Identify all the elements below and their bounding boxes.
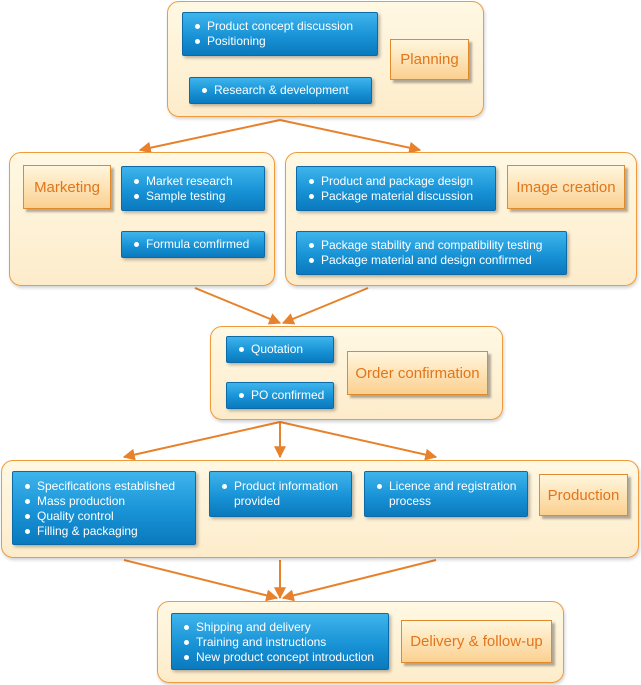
production-task-3: Licence and registration process bbox=[364, 471, 528, 517]
stage-label-delivery: Delivery & follow-up bbox=[401, 620, 552, 663]
stage-label-planning: Planning bbox=[390, 39, 469, 80]
arrow-order-to-prod-right bbox=[279, 421, 438, 461]
order-task-1: Quotation bbox=[226, 336, 334, 363]
bullet-item: Shipping and delivery bbox=[178, 620, 382, 635]
stage-label-image-creation: Image creation bbox=[507, 165, 625, 209]
planning-task-1: Product concept discussion Positioning bbox=[182, 12, 378, 56]
bullet-item: Mass production bbox=[19, 494, 189, 509]
arrow-prod-left-to-delivery bbox=[123, 559, 279, 602]
marketing-task-2: Formula comfirmed bbox=[121, 231, 265, 258]
bullet-item: Product concept discussion bbox=[189, 19, 371, 34]
bullet-item: Research & development bbox=[196, 83, 365, 98]
bullet-item: Product information provided bbox=[216, 479, 345, 509]
arrow-image-to-order bbox=[281, 287, 369, 325]
bullet-item: Formula comfirmed bbox=[128, 237, 258, 252]
bullet-item: Quotation bbox=[233, 342, 327, 357]
stage-label-production: Production bbox=[539, 474, 628, 516]
planning-task-2: Research & development bbox=[189, 77, 372, 104]
arrow-planning-to-marketing bbox=[138, 119, 281, 154]
delivery-task-1: Shipping and delivery Training and instr… bbox=[171, 613, 389, 670]
bullet-item: Quality control bbox=[19, 509, 189, 524]
bullet-item: Product and package design bbox=[303, 174, 489, 189]
bullet-item: Market research bbox=[128, 174, 258, 189]
production-task-1: Specifications established Mass producti… bbox=[12, 471, 196, 545]
image-task-2: Package stability and compatibility test… bbox=[296, 231, 567, 275]
stage-label-marketing: Marketing bbox=[23, 165, 111, 209]
arrow-prod-right-to-delivery bbox=[281, 559, 437, 602]
arrow-planning-to-image bbox=[279, 119, 422, 154]
production-task-2: Product information provided bbox=[209, 471, 352, 517]
bullet-item: Licence and registration process bbox=[371, 479, 521, 509]
bullet-item: PO confirmed bbox=[233, 388, 327, 403]
bullet-item: New product concept introduction bbox=[178, 650, 382, 665]
image-task-1: Product and package design Package mater… bbox=[296, 166, 496, 211]
bullet-item: Sample testing bbox=[128, 189, 258, 204]
bullet-item: Specifications established bbox=[19, 479, 189, 494]
bullet-item: Filling & packaging bbox=[19, 524, 189, 539]
bullet-item: Positioning bbox=[189, 34, 371, 49]
bullet-item: Package stability and compatibility test… bbox=[303, 238, 560, 253]
arrow-order-to-prod-left bbox=[122, 421, 281, 461]
marketing-task-1: Market research Sample testing bbox=[121, 166, 265, 211]
stage-label-order-confirmation: Order confirmation bbox=[347, 351, 488, 395]
order-task-2: PO confirmed bbox=[226, 382, 334, 409]
arrow-marketing-to-order bbox=[194, 287, 282, 325]
bullet-item: Package material discussion bbox=[303, 189, 489, 204]
bullet-item: Package material and design confirmed bbox=[303, 253, 560, 268]
bullet-item: Training and instructions bbox=[178, 635, 382, 650]
